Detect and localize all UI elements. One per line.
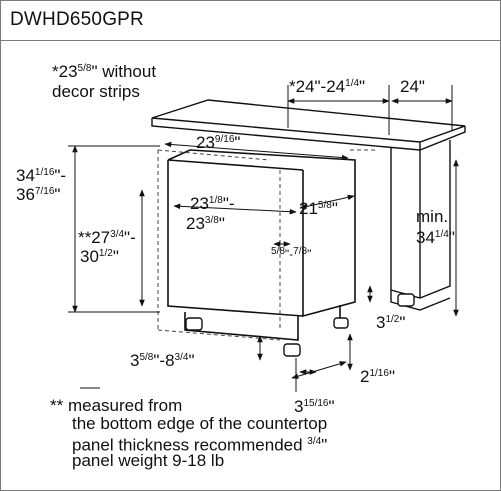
note-line2: the bottom edge of the countertop bbox=[72, 414, 328, 433]
note-line3: panel thickness recommended 3/4" bbox=[72, 435, 328, 455]
leg-height-label: 31/2" bbox=[376, 313, 405, 332]
title-bar: DWHD650GPR bbox=[1, 1, 500, 41]
gap-label: 5/8"-7/8" bbox=[271, 246, 311, 261]
panel-height-line1: **273/4"- bbox=[78, 228, 136, 247]
note-line1: ** measured from bbox=[50, 396, 183, 415]
min-height-line2: 341/4" bbox=[416, 228, 455, 247]
panel-width-line1: 231/8"- bbox=[190, 194, 235, 213]
note-line4: panel weight 9-18 lb bbox=[72, 451, 225, 470]
model-title: DWHD650GPR bbox=[10, 9, 144, 30]
dimension-lines bbox=[68, 85, 459, 392]
top-width-label: 239/16" bbox=[196, 133, 240, 152]
counter-span-label: *24"-241/4" bbox=[289, 77, 365, 96]
min-height-line1: min. bbox=[416, 207, 448, 226]
panel-outline bbox=[157, 149, 375, 341]
toe-range-label: 35/8"-83/4" bbox=[130, 351, 195, 370]
panel-width-line2: 233/8" bbox=[186, 214, 225, 233]
overall-height-line1: 341/16"- bbox=[16, 166, 66, 185]
depth-label: 215/8" bbox=[299, 199, 338, 218]
dishwasher-body bbox=[167, 149, 356, 341]
overall-height-line2: 367/16" bbox=[16, 185, 60, 204]
decor-note-line2: decor strips bbox=[52, 82, 140, 101]
toe-depth-label: 21/16" bbox=[360, 367, 395, 386]
counter-depth-label: 24" bbox=[400, 77, 425, 96]
decor-note-line1: *235/8" without bbox=[52, 62, 156, 81]
panel-height-line2: 301/2" bbox=[80, 247, 119, 266]
dimension-labels: *235/8" without decor strips *24"-241/4"… bbox=[16, 62, 455, 416]
dishwasher-feet bbox=[185, 293, 415, 357]
foot-offset-label: 315/16" bbox=[294, 397, 335, 416]
